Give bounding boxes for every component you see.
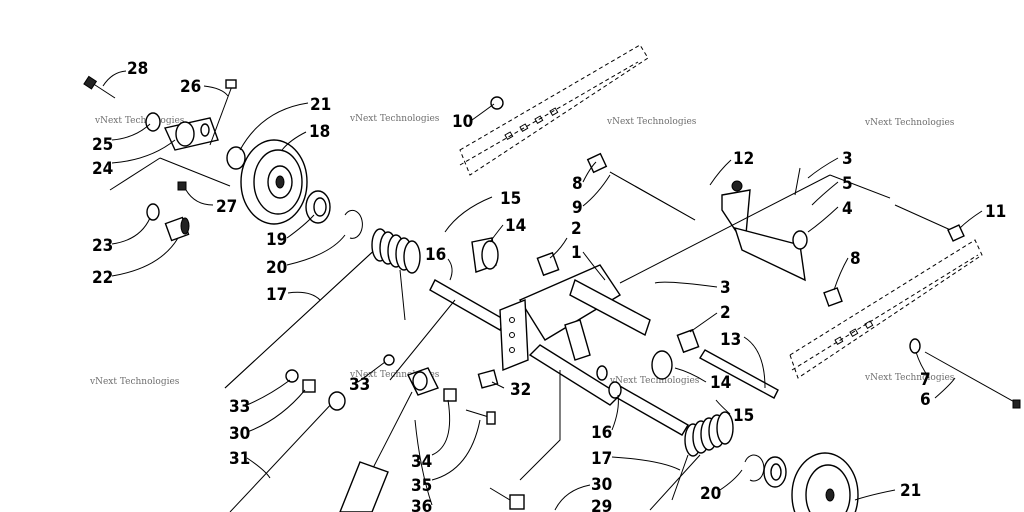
callout: 31	[229, 449, 250, 469]
bracket-4	[721, 167, 808, 282]
leader-lines	[102, 70, 983, 511]
shaft-16-lower	[611, 384, 689, 436]
left-idler-group	[83, 75, 363, 242]
callout: 14	[505, 216, 526, 236]
rod-31	[229, 391, 346, 512]
spacer-32	[477, 369, 499, 389]
bearing-right	[763, 456, 787, 488]
upper-shaft-9	[490, 96, 696, 221]
bushing-22	[164, 216, 190, 242]
callout: 30	[591, 475, 612, 495]
callout: 14	[710, 373, 731, 393]
callout: 13	[720, 330, 741, 350]
callout: 3	[720, 278, 731, 298]
lower-rail-outline	[789, 239, 983, 379]
nut-33-left	[285, 369, 299, 383]
callout: 6	[920, 390, 931, 410]
callout: 34	[411, 452, 432, 472]
bushing-34	[443, 388, 457, 402]
callout: 15	[500, 189, 521, 209]
bolt-6	[909, 338, 1021, 409]
callout: 12	[733, 149, 754, 169]
callout: 33	[229, 397, 250, 417]
callout: 8	[572, 174, 583, 194]
bolt-26	[209, 79, 237, 146]
callout: 3	[842, 149, 853, 169]
callout: 36	[411, 497, 432, 512]
callout: 23	[92, 236, 113, 256]
callout: 7	[920, 370, 931, 390]
callout: 27	[216, 197, 237, 217]
shock-absorber	[339, 367, 439, 512]
mount-plate	[499, 298, 529, 372]
callout: 21	[900, 481, 921, 501]
washer-23	[146, 203, 160, 221]
nut-33-center	[383, 354, 395, 366]
callout: 4	[842, 199, 853, 219]
callout: 20	[266, 258, 287, 278]
watermark: vNext Technologies	[609, 376, 700, 386]
torsion-spring-right	[649, 411, 734, 511]
callout: 16	[591, 423, 612, 443]
watermark: vNext Technologies	[606, 117, 697, 127]
spacer-8-right	[823, 287, 843, 307]
callout: 1	[571, 243, 582, 263]
spacer-21	[226, 146, 246, 170]
bushing-30-lower	[509, 494, 525, 510]
callout: 28	[127, 59, 148, 79]
callout: 16	[425, 245, 446, 265]
idler-wheel-18	[240, 139, 308, 225]
callout: 19	[266, 230, 287, 250]
watermark: vNext Technologies	[94, 116, 185, 126]
callout: 21	[310, 95, 331, 115]
bushing-14	[471, 237, 499, 273]
callout: 9	[572, 198, 583, 218]
snap-ring-20-right	[744, 454, 765, 482]
callout: 11	[985, 202, 1006, 222]
spacer-2-right	[676, 328, 700, 354]
callout: 5	[842, 174, 853, 194]
bolt-28	[83, 75, 116, 99]
callout: 17	[591, 449, 612, 469]
callout: 26	[180, 77, 201, 97]
callout: 30	[229, 424, 250, 444]
bushing-14-right	[651, 350, 673, 380]
callout: 20	[700, 484, 721, 504]
cross-shaft-assembly	[429, 237, 779, 436]
snap-ring-20	[344, 209, 363, 239]
shaft-13	[699, 349, 779, 399]
bushing-2	[536, 251, 560, 277]
nut-27	[177, 181, 187, 191]
upper-rail-outline	[459, 44, 649, 176]
callouts: 28 26 21 18 25 24 27 23 22 19 20 17 10 8…	[92, 59, 1006, 512]
callout: 25	[92, 135, 113, 155]
callout: 17	[266, 285, 287, 305]
callout: 22	[92, 268, 113, 288]
callout: 18	[309, 122, 330, 142]
bolt-35	[465, 409, 496, 425]
bracket-24	[164, 117, 219, 151]
bearing-19	[305, 190, 331, 224]
callout: 2	[571, 219, 582, 239]
callout: 32	[510, 380, 531, 400]
callout: 8	[850, 249, 861, 269]
callout: 35	[411, 476, 432, 496]
watermark: vNext Technologies	[864, 118, 955, 128]
nut-25	[145, 112, 161, 132]
bushing-30	[302, 379, 316, 393]
bolt-11	[894, 204, 965, 242]
callout: 33	[349, 375, 370, 395]
callout: 10	[452, 112, 473, 132]
callout: 2	[720, 303, 731, 323]
torsion-spring-left	[224, 228, 421, 389]
callout: 15	[733, 406, 754, 426]
callout: 24	[92, 159, 113, 179]
callout: 29	[591, 497, 612, 512]
watermark: vNext Technologies	[89, 377, 180, 387]
idler-wheel-right	[791, 452, 859, 512]
watermark: vNext Technologies	[864, 373, 955, 383]
watermark: vNext Technologies	[349, 114, 440, 124]
